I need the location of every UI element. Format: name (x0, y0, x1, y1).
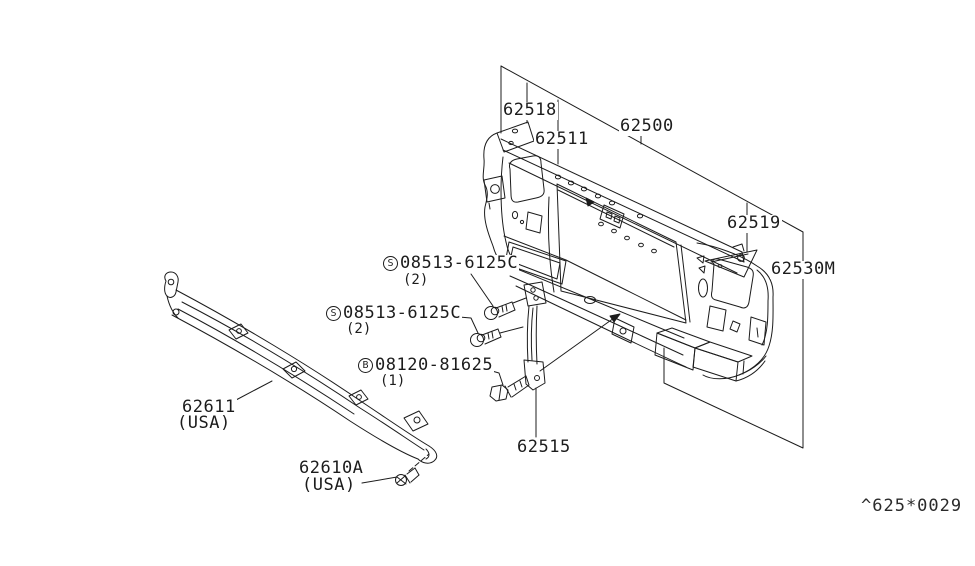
bracket-62518 (496, 121, 535, 153)
fastener-label-b1: B 08120-81625 (357, 355, 495, 375)
part-label-62611: 62611 (181, 397, 237, 417)
leader-lines (235, 82, 748, 484)
stay-62515 (499, 281, 547, 391)
fastener-qty-b1: (1) (379, 373, 407, 389)
bolt-b-drawing (489, 375, 530, 402)
fastener-label-s1: S 08513-6125C (382, 253, 520, 273)
circled-s-icon: S (326, 306, 341, 322)
part-label-62511: 62511 (534, 129, 590, 149)
part-label-62610a: 62610A (298, 458, 365, 478)
part-label-62611-region: (USA) (176, 413, 232, 433)
circled-b-icon: B (358, 358, 373, 374)
part-label-62530m: 62530M (770, 259, 837, 279)
fastener-qty-s1: (2) (402, 272, 430, 288)
part-label-62500: 62500 (619, 116, 675, 136)
fastener-number-s1: 08513-6125C (400, 253, 519, 273)
fastener-number-s2: 08513-6125C (343, 303, 462, 323)
left-end-panel (482, 132, 545, 267)
part-label-62610a-region: (USA) (301, 475, 357, 495)
top-rail-62511 (500, 138, 745, 274)
fastener-label-s2: S 08513-6125C (325, 303, 463, 323)
part-label-62515: 62515 (516, 437, 572, 457)
part-label-62518: 62518 (502, 100, 558, 120)
center-opening (547, 183, 691, 324)
fastener-qty-s2: (2) (345, 321, 373, 337)
screw-s2-drawing (470, 328, 502, 347)
bracket-62519 (704, 243, 758, 278)
part-label-62519: 62519 (726, 213, 782, 233)
screw-62610a-drawing (395, 453, 430, 486)
circled-s-icon: S (383, 256, 398, 272)
fastener-number-b1: 08120-81625 (375, 355, 494, 375)
lower-crossmember (503, 235, 766, 382)
left-headlamp-opening (509, 155, 545, 203)
stay-mount-bracket (611, 317, 635, 344)
lower-bar-62611 (164, 271, 438, 464)
diagram-code: ^625*0029 (860, 496, 964, 516)
boundary-outline-62500 (500, 65, 804, 449)
screw-s1-drawing (484, 301, 516, 320)
right-end-panel (696, 242, 774, 380)
